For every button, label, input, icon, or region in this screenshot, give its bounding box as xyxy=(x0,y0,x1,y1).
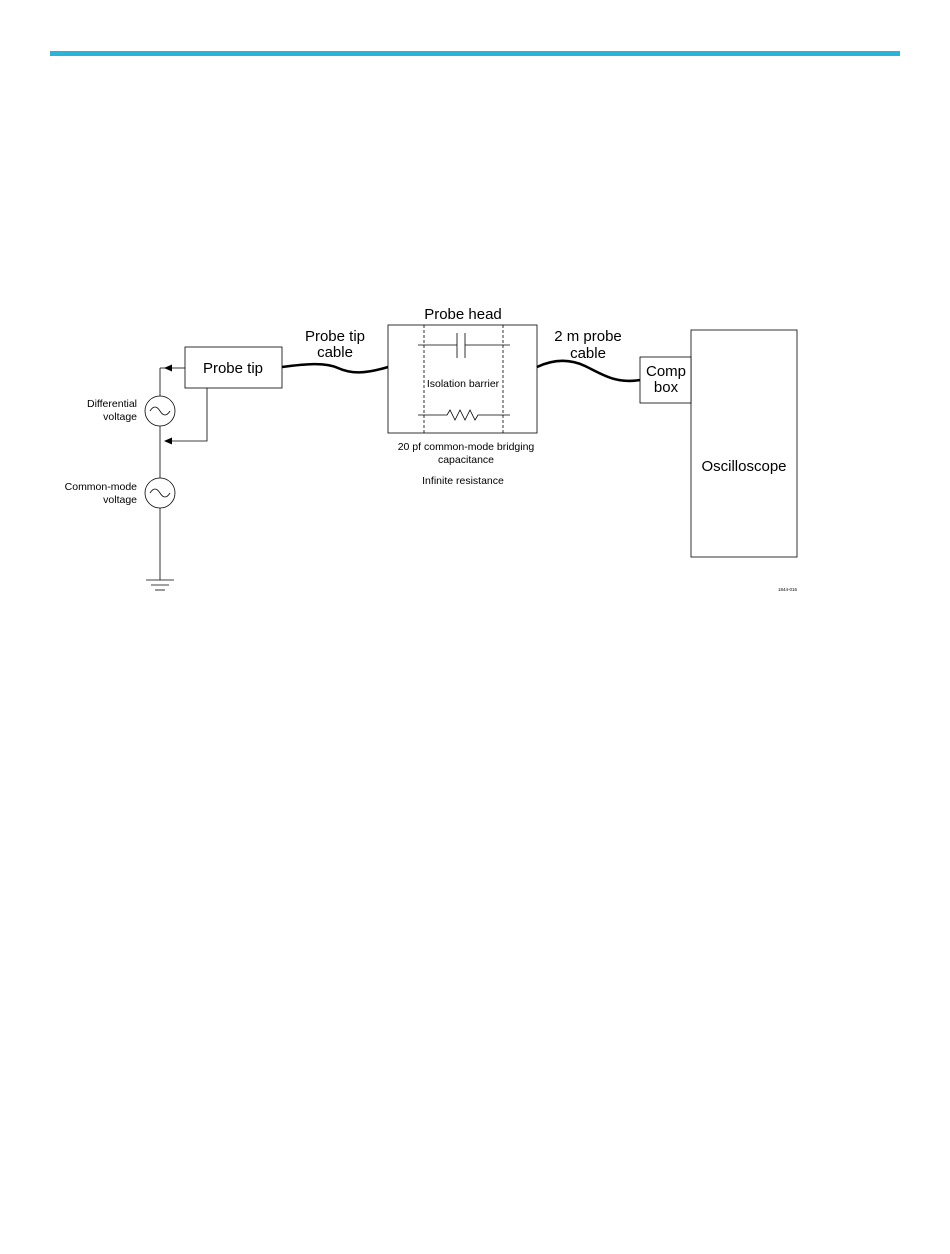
probe-tip-cable xyxy=(282,364,388,372)
probe-head-title: Probe head xyxy=(424,306,502,323)
arrow-bottom-head xyxy=(164,438,172,445)
common-mode-voltage-label-2: voltage xyxy=(103,494,137,506)
bridging-capacitance-label-1: 20 pf common-mode bridging xyxy=(398,441,535,453)
probe-tip-label: Probe tip xyxy=(203,360,263,377)
probe-cable-label-2: cable xyxy=(570,345,606,362)
probe-tip-cable-label-1: Probe tip xyxy=(305,328,365,345)
bridging-capacitance-label-2: capacitance xyxy=(438,454,494,466)
probe-tip-return-lead xyxy=(172,388,207,441)
probe-tip-cable-label-2: cable xyxy=(317,344,353,361)
arrow-top-head xyxy=(164,365,172,372)
differential-voltage-label-2: voltage xyxy=(103,411,137,423)
ground-icon xyxy=(146,576,174,590)
source-circuit: Differential voltage Common-mode voltage xyxy=(65,365,207,591)
comp-box-label-1: Comp xyxy=(646,363,686,380)
oscilloscope-label: Oscilloscope xyxy=(701,458,786,475)
oscilloscope-box xyxy=(691,330,797,557)
common-mode-voltage-label-1: Common-mode xyxy=(65,481,138,493)
probe-cable xyxy=(537,361,640,381)
infinite-resistance-label: Infinite resistance xyxy=(422,475,504,487)
comp-box-label-2: box xyxy=(654,379,679,396)
figure-id: 1844-016 xyxy=(778,587,798,592)
probe-cable-label-1: 2 m probe xyxy=(554,328,622,345)
differential-voltage-label-1: Differential xyxy=(87,398,137,410)
isolation-barrier-label: Isolation barrier xyxy=(427,378,500,390)
